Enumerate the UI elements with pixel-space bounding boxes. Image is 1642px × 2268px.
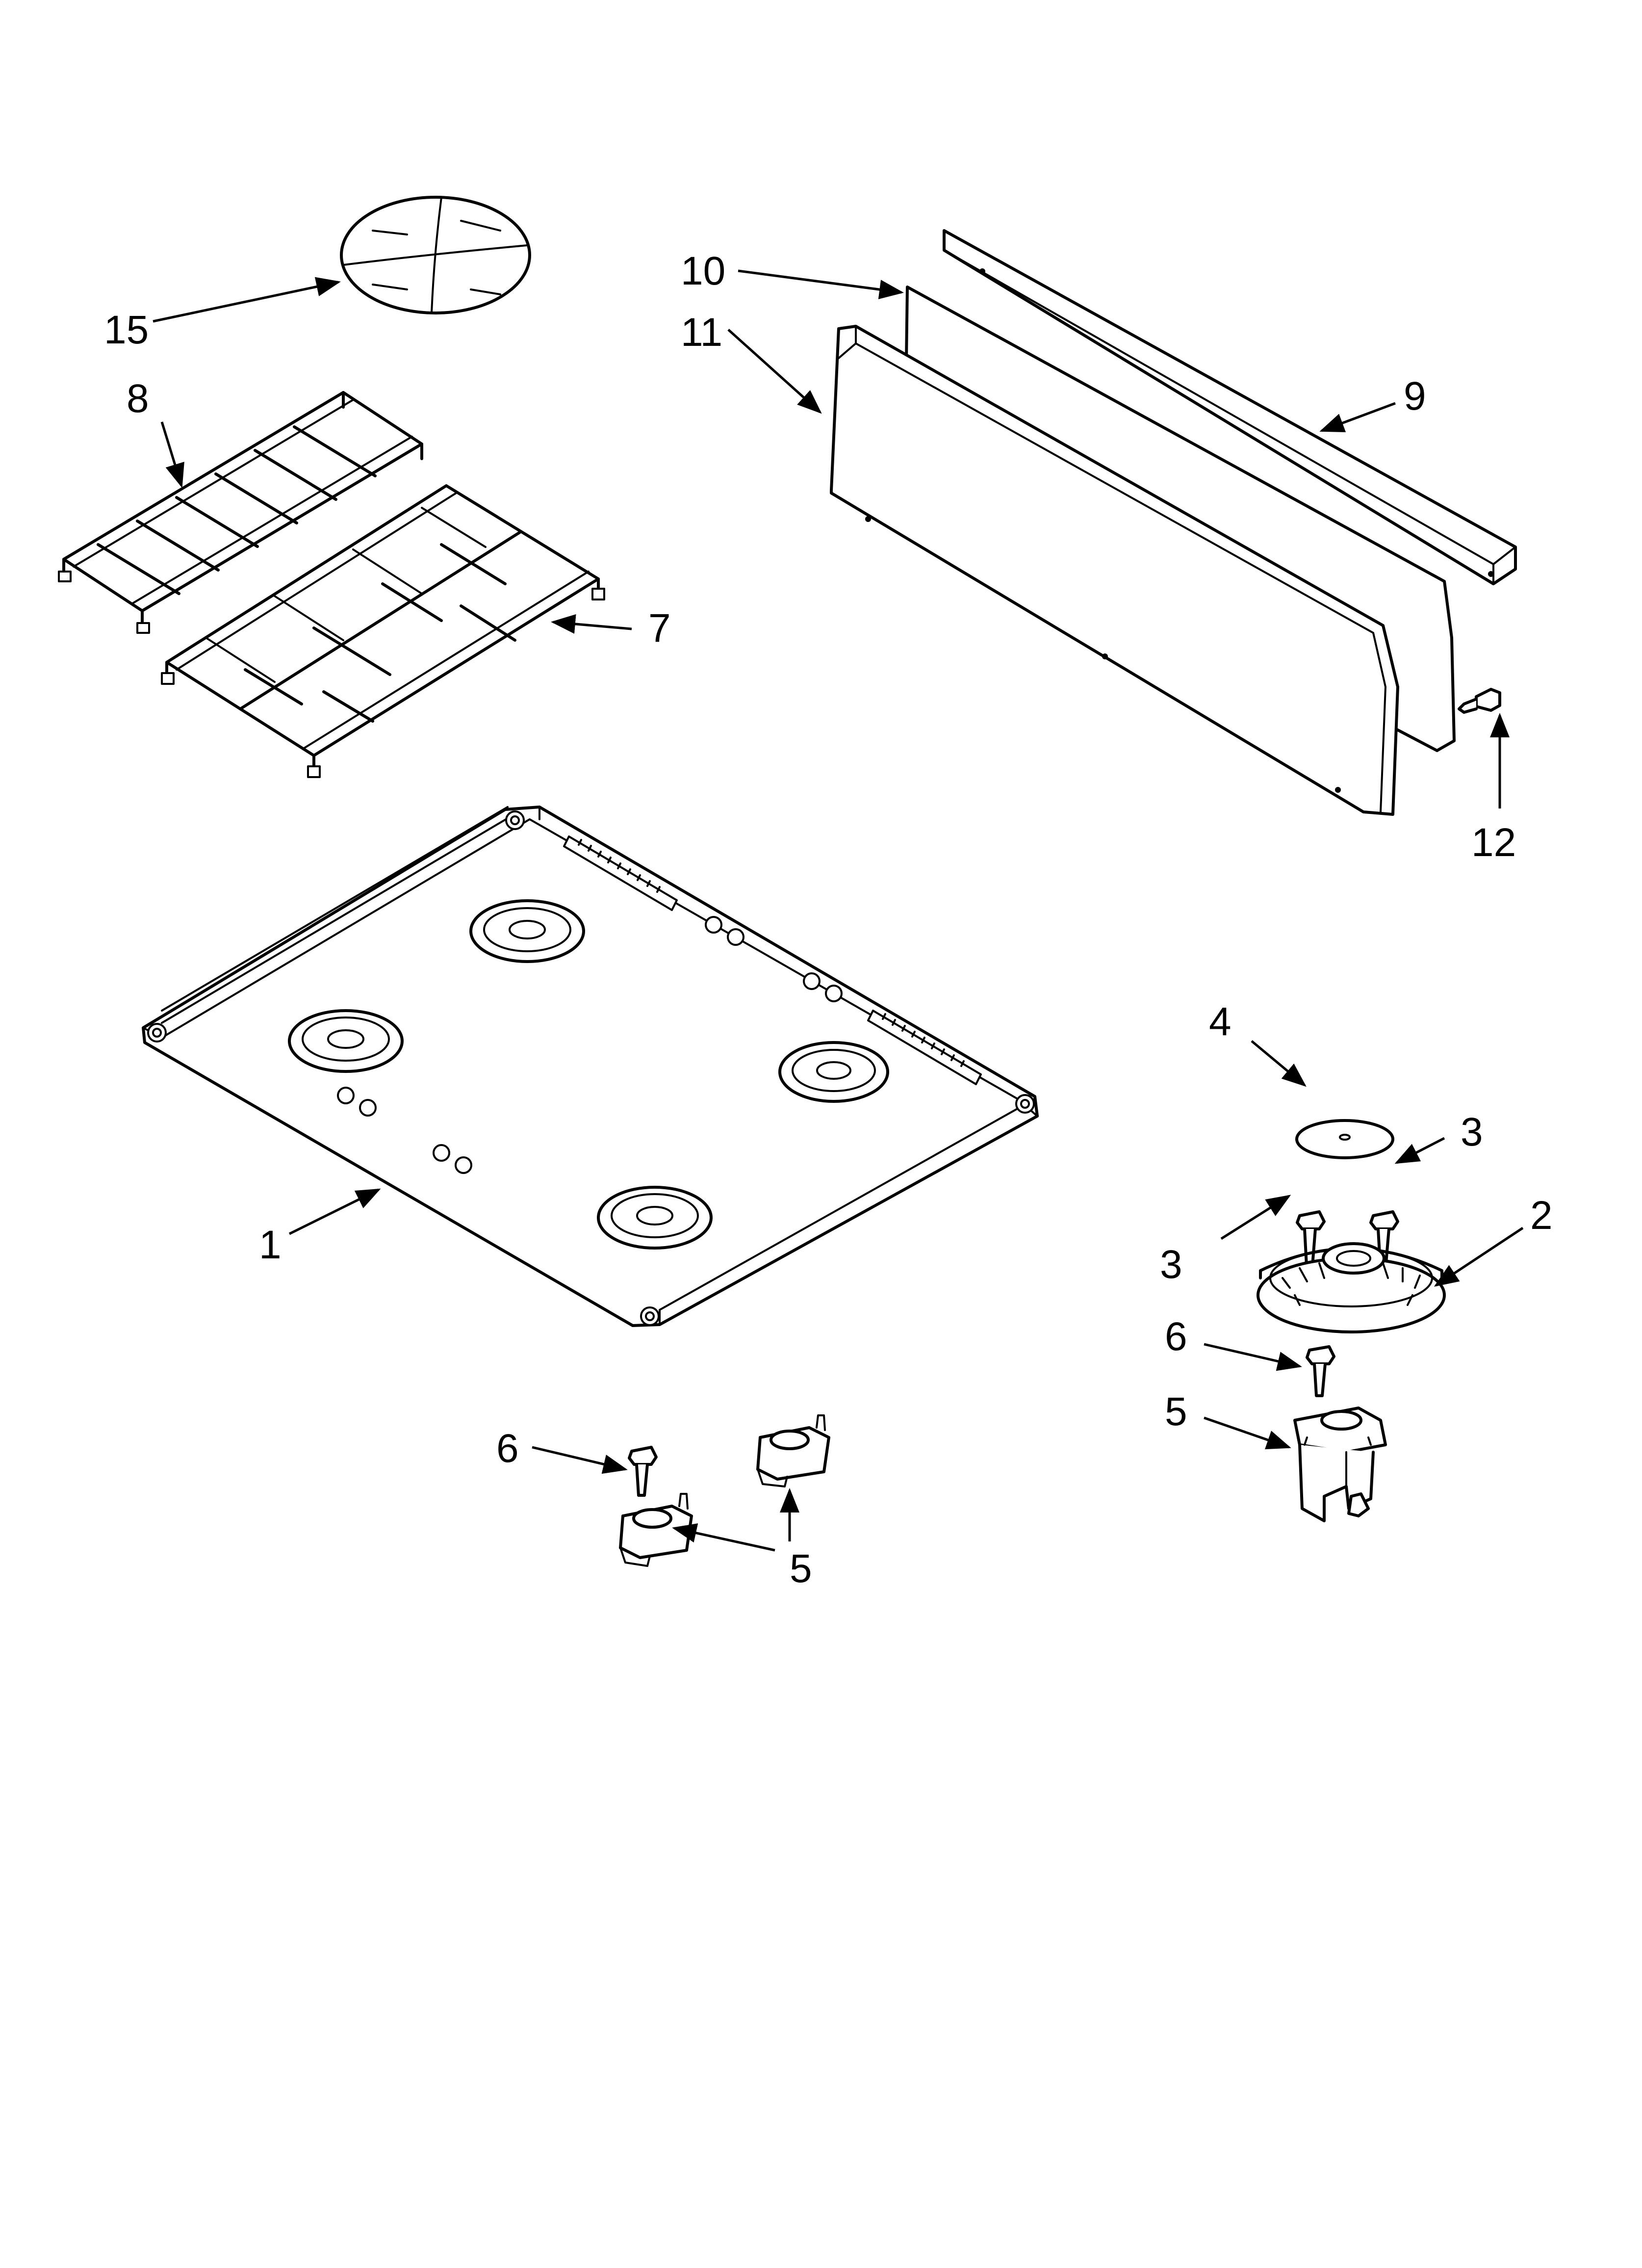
callout-labels: 15 10 11 9 8 7 12 1 4 3 3 2 6 5 6 5 xyxy=(104,249,1553,1591)
part-11-backguard xyxy=(830,325,1399,816)
callout-12: 12 xyxy=(1471,820,1516,865)
part-15-protector-disc xyxy=(340,196,531,314)
part-5-burner-valve-right xyxy=(1293,1407,1387,1522)
vent-slots xyxy=(563,835,982,1085)
callout-6-right: 6 xyxy=(1165,1314,1187,1359)
burner-openings xyxy=(288,899,889,1250)
part-6-screw-left xyxy=(628,1446,658,1497)
callout-2: 2 xyxy=(1530,1193,1553,1238)
callout-15: 15 xyxy=(104,308,149,352)
part-9-trim xyxy=(943,229,1517,585)
part-3-screws xyxy=(1296,1210,1399,1267)
part-5-burner-valves-left xyxy=(619,1414,830,1567)
callout-1: 1 xyxy=(259,1223,282,1267)
part-4-burner-cap xyxy=(1295,1119,1394,1159)
callout-3-right: 3 xyxy=(1461,1110,1483,1154)
callout-4: 4 xyxy=(1209,999,1232,1044)
part-12-screw xyxy=(1458,688,1501,714)
callout-5-right: 5 xyxy=(1165,1389,1187,1434)
part-1-cooktop xyxy=(142,806,1039,1327)
callout-10: 10 xyxy=(681,249,725,293)
callout-5-left: 5 xyxy=(790,1546,812,1591)
part-7-main-grate xyxy=(161,484,605,778)
callout-9: 9 xyxy=(1404,374,1426,418)
callout-7: 7 xyxy=(648,606,671,651)
callout-3-left: 3 xyxy=(1160,1242,1182,1287)
mounting-holes xyxy=(147,810,1035,1326)
callout-11: 11 xyxy=(681,310,722,355)
leader-arrows xyxy=(153,269,1524,1552)
part-8-side-grate xyxy=(58,391,423,634)
callout-8: 8 xyxy=(127,376,149,421)
part-6-screw-right xyxy=(1306,1345,1335,1397)
part-2-burner-base xyxy=(1257,1242,1446,1333)
callout-6-left: 6 xyxy=(496,1426,519,1471)
